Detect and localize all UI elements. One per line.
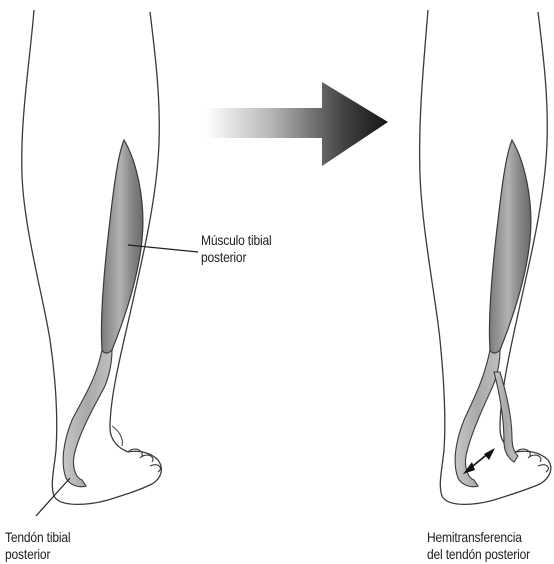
- muscle-label: Músculo tibial posterior: [201, 232, 272, 266]
- muscle-label-line2: posterior: [201, 249, 272, 266]
- right-muscle: [489, 140, 530, 353]
- tendon-label-line2: posterior: [5, 546, 70, 563]
- right-leg: [420, 10, 551, 504]
- tendon-leader-line: [36, 478, 70, 516]
- right-leg-back-contour: [420, 10, 445, 496]
- left-tendon: [63, 350, 112, 487]
- transition-arrow-icon: [206, 82, 388, 166]
- muscle-label-line1: Músculo tibial: [201, 232, 272, 249]
- left-ankle-bone: [112, 426, 122, 446]
- tendon-label-line1: Tendón tibial: [5, 529, 70, 546]
- left-muscle: [101, 140, 142, 353]
- right-tendon-transferred: [494, 372, 518, 462]
- left-leg-back-contour: [22, 10, 57, 496]
- double-arrow-icon: [463, 448, 495, 474]
- transfer-label-line2: del tendón posterior: [427, 546, 530, 563]
- transfer-label-line1: Hemitransferencia: [427, 529, 530, 546]
- tendon-label: Tendón tibial posterior: [5, 529, 70, 563]
- right-tendon-original: [455, 350, 500, 487]
- transfer-label: Hemitransferencia del tendón posterior: [427, 529, 530, 563]
- left-leg: [22, 10, 198, 516]
